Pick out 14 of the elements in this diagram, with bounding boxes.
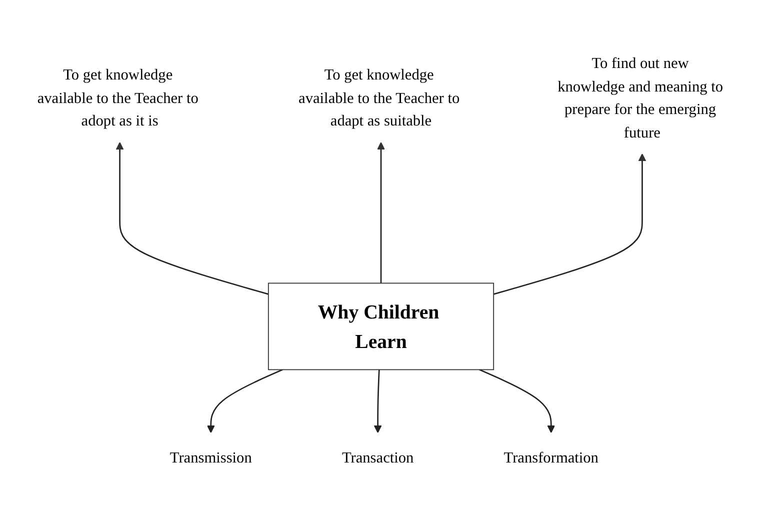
concept-diagram: Why Children Learn To get knowledge available to the Teacher to adopt as it is To get knowledge available to the Teacher to adapt as suitable To find out new knowledge and meaning to prepare for the emerging future Transmission Transaction Transformation [0, 30, 762, 490]
arrow [493, 153, 646, 294]
node-box [268, 282, 494, 370]
node-text: Transmission [170, 448, 252, 466]
node-text: To find out new knowledge and meaning to prepare for the emerging future [558, 54, 723, 140]
node-text: Transaction [342, 448, 414, 466]
arrow [377, 142, 385, 283]
arrow [206, 368, 283, 433]
node-text: To get knowledge available to the Teacher to adapt as suitable [298, 65, 460, 128]
arrow [116, 142, 269, 294]
arrow [374, 369, 382, 433]
arrow [479, 368, 556, 433]
node-text: Transformation [504, 448, 598, 466]
node-text: To get knowledge available to the Teacher to adopt as it is [37, 65, 198, 128]
